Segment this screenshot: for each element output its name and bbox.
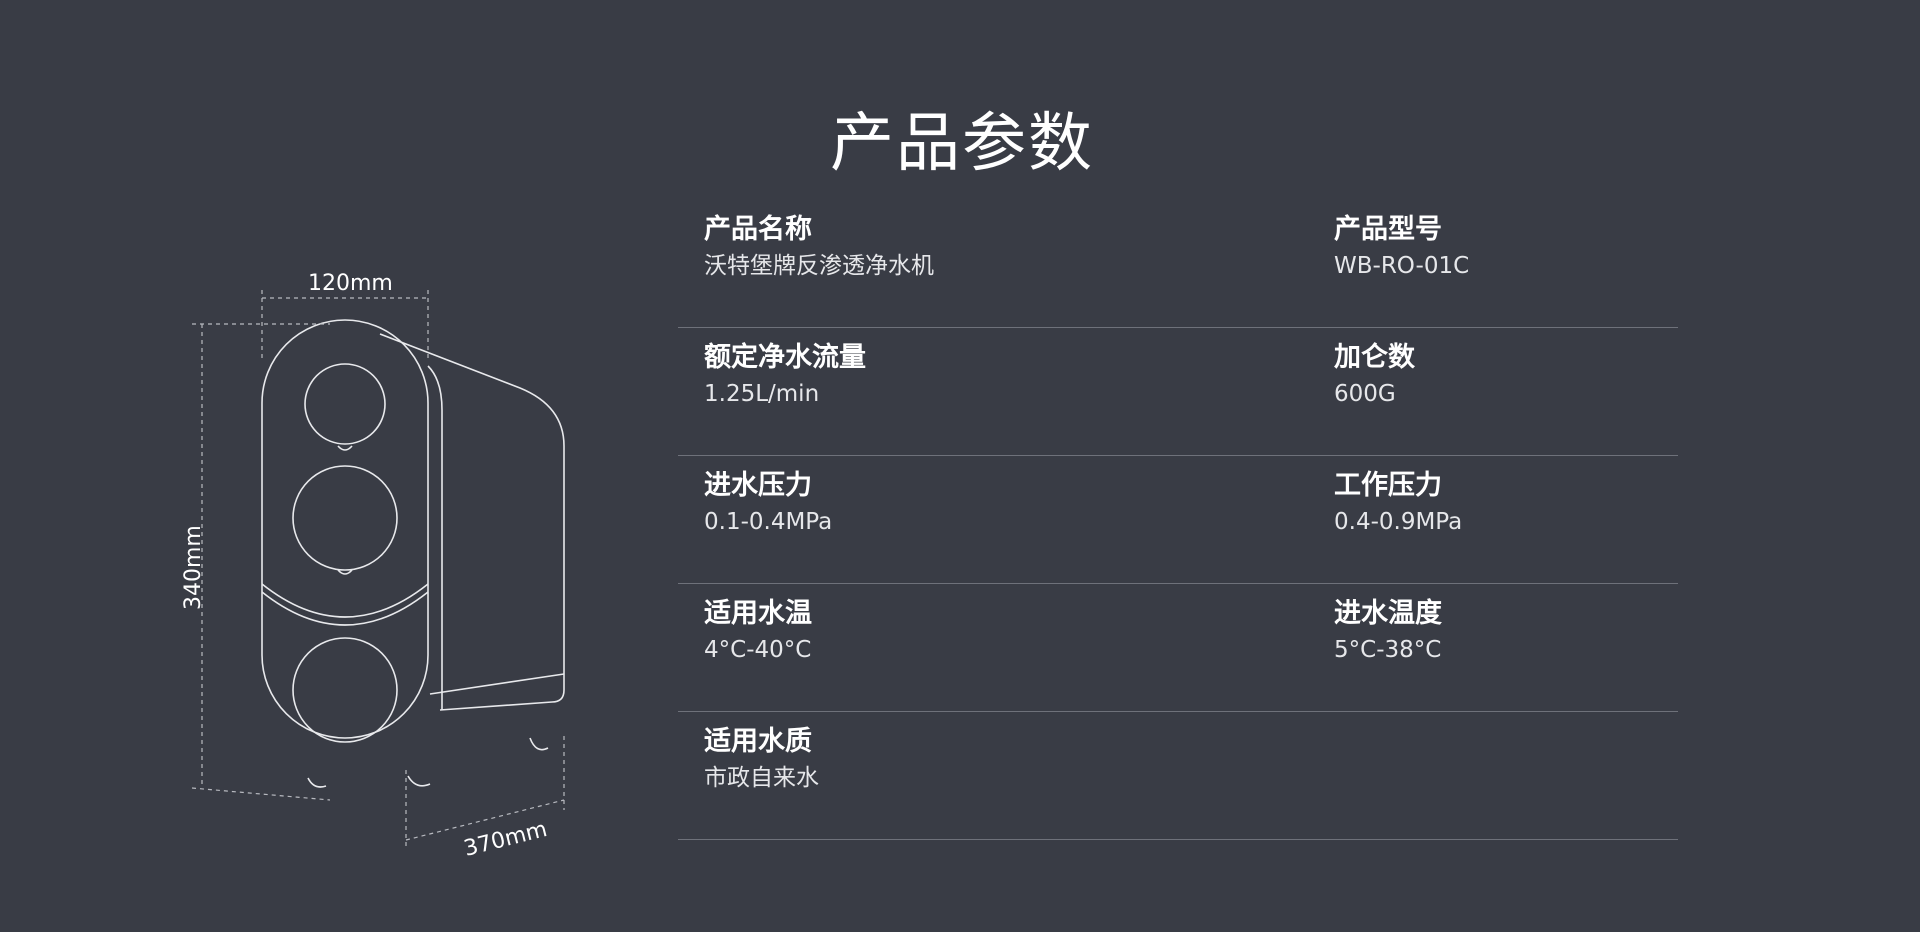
- filter-cap-top: [304, 363, 386, 445]
- spec-row: 适用水质 市政自来水: [678, 712, 1678, 840]
- spec-table: 产品名称 沃特堡牌反渗透净水机 产品型号 WB-RO-01C 额定净水流量 1.…: [678, 200, 1678, 840]
- spec-label: 加仑数: [1334, 342, 1415, 373]
- purifier-foot-left: [307, 777, 327, 788]
- spec-label: 产品型号: [1334, 214, 1442, 245]
- page-title: 产品参数: [830, 107, 1094, 181]
- spec-label: 进水温度: [1334, 598, 1442, 629]
- spec-cell: 产品名称 沃特堡牌反渗透净水机: [704, 212, 934, 282]
- width-dimension-label: 120mm: [308, 271, 393, 296]
- spec-label: 产品名称: [704, 214, 812, 245]
- purifier-divider-wave: [261, 583, 429, 618]
- purifier-front-edge: [427, 365, 443, 710]
- spec-value: 600G: [1334, 381, 1396, 407]
- spec-row: 适用水温 4°C-40°C 进水温度 5°C-38°C: [678, 584, 1678, 712]
- spec-cell: 产品型号 WB-RO-01C: [1334, 212, 1469, 282]
- spec-value: 5°C-38°C: [1334, 637, 1442, 663]
- purifier-base-line: [429, 673, 565, 695]
- spec-label: 工作压力: [1334, 470, 1442, 501]
- spec-label: 进水压力: [704, 470, 812, 501]
- purifier-side-panel: [379, 333, 565, 711]
- spec-cell: 适用水质 市政自来水: [704, 724, 819, 794]
- spec-cell: 工作压力 0.4-0.9MPa: [1334, 468, 1462, 538]
- spec-label: 适用水质: [704, 726, 812, 757]
- spec-cell: 适用水温 4°C-40°C: [704, 596, 812, 666]
- spec-cell: 进水压力 0.1-0.4MPa: [704, 468, 832, 538]
- depth-dimension-label: 370mm: [461, 817, 549, 862]
- spec-value: 市政自来水: [704, 765, 819, 791]
- water-purifier-drawing: 120mm 340mm 370mm: [181, 271, 565, 862]
- spec-cell: 加仑数 600G: [1334, 340, 1415, 410]
- spec-value: 1.25L/min: [704, 381, 820, 407]
- spec-value: WB-RO-01C: [1334, 253, 1470, 279]
- spec-label: 额定净水流量: [704, 342, 866, 373]
- purifier-front-panel: [261, 319, 429, 739]
- filter-cap-bottom: [292, 637, 398, 743]
- spec-value: 4°C-40°C: [704, 637, 812, 663]
- purifier-foot-back: [529, 737, 549, 751]
- spec-row: 额定净水流量 1.25L/min 加仑数 600G: [678, 328, 1678, 456]
- filter-cap-middle: [292, 465, 398, 571]
- height-dimension-label: 340mm: [181, 525, 206, 610]
- spec-row: 产品名称 沃特堡牌反渗透净水机 产品型号 WB-RO-01C: [678, 200, 1678, 328]
- spec-value: 0.4-0.9MPa: [1334, 509, 1463, 535]
- product-illustration: 120mm 340mm 370mm: [180, 270, 600, 862]
- spec-value: 0.1-0.4MPa: [704, 509, 833, 535]
- depth-dimension-line: [405, 799, 565, 841]
- purifier-foot-front: [407, 775, 431, 787]
- spec-label: 适用水温: [704, 598, 812, 629]
- spec-value: 沃特堡牌反渗透净水机: [704, 253, 934, 279]
- spec-row: 进水压力 0.1-0.4MPa 工作压力 0.4-0.9MPa: [678, 456, 1678, 584]
- spec-cell: 额定净水流量 1.25L/min: [704, 340, 866, 410]
- spec-cell: 进水温度 5°C-38°C: [1334, 596, 1442, 666]
